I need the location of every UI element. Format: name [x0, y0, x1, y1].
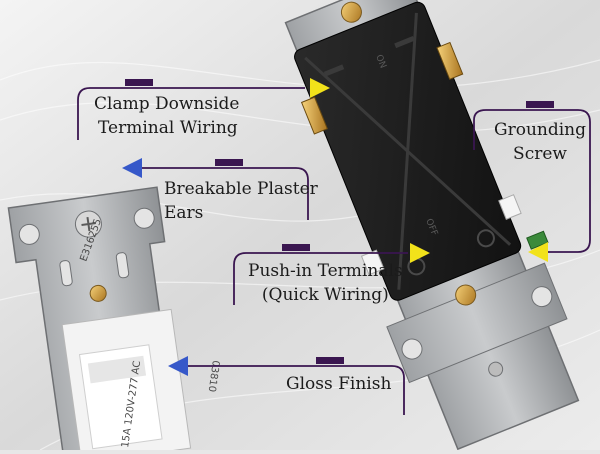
brass-rivet [89, 284, 107, 302]
callout-tab [316, 357, 344, 364]
right-plaster-ears [386, 262, 568, 384]
right-marking-on: ON [373, 53, 387, 70]
callout-grounding-label: Grounding Screw [494, 118, 586, 166]
callout-ears-line1: Breakable Plaster [164, 179, 318, 199]
blue-arrow-ears [122, 158, 142, 178]
right-ear-hole [133, 207, 155, 229]
callout-line-gloss [188, 365, 405, 415]
callout-line-clamp [77, 87, 305, 140]
blue-arrow-gloss [168, 356, 188, 376]
callout-arrows [122, 78, 548, 376]
left-ear-hole [18, 223, 40, 245]
yellow-arrow-grounding [528, 242, 548, 262]
green-ground-screw [526, 230, 549, 250]
callout-line-grounding [473, 109, 591, 253]
left-switch [7, 186, 192, 454]
callout-gloss-line1: Gloss Finish [286, 374, 392, 394]
callout-ears-label: Breakable Plaster Ears [164, 177, 318, 225]
yellow-arrow-clamp [310, 78, 330, 98]
callout-grounding-line1: Grounding [494, 120, 586, 140]
callout-pushin-label: Push-in Terminals (Quick Wiring) [248, 259, 403, 307]
left-marking-model: 03810 [206, 360, 221, 393]
callout-tab [125, 79, 153, 86]
callout-tab [526, 101, 554, 108]
callout-tab [282, 244, 310, 251]
yellow-arrow-pushin [410, 243, 430, 263]
callout-line-ears [140, 167, 309, 220]
callout-gloss-label: Gloss Finish [286, 372, 391, 396]
callout-line-pushin [233, 252, 408, 305]
callout-clamp-line1: Clamp Downside [94, 94, 240, 114]
callout-tab [215, 159, 243, 166]
brass-terminal-left [300, 96, 328, 135]
brass-terminal-right [436, 41, 464, 80]
callout-tabs [125, 79, 554, 364]
right-switch [284, 0, 580, 451]
callout-pushin-line1: Push-in Terminals [248, 261, 403, 281]
callout-grounding-line2: Screw [513, 144, 567, 164]
callout-lines [77, 87, 591, 415]
callout-pushin-line2: (Quick Wiring) [261, 285, 389, 305]
callout-clamp-line2: Terminal Wiring [98, 118, 238, 138]
callout-clamp-label: Clamp Downside Terminal Wiring [94, 92, 239, 140]
callout-ears-line2: Ears [164, 203, 204, 223]
